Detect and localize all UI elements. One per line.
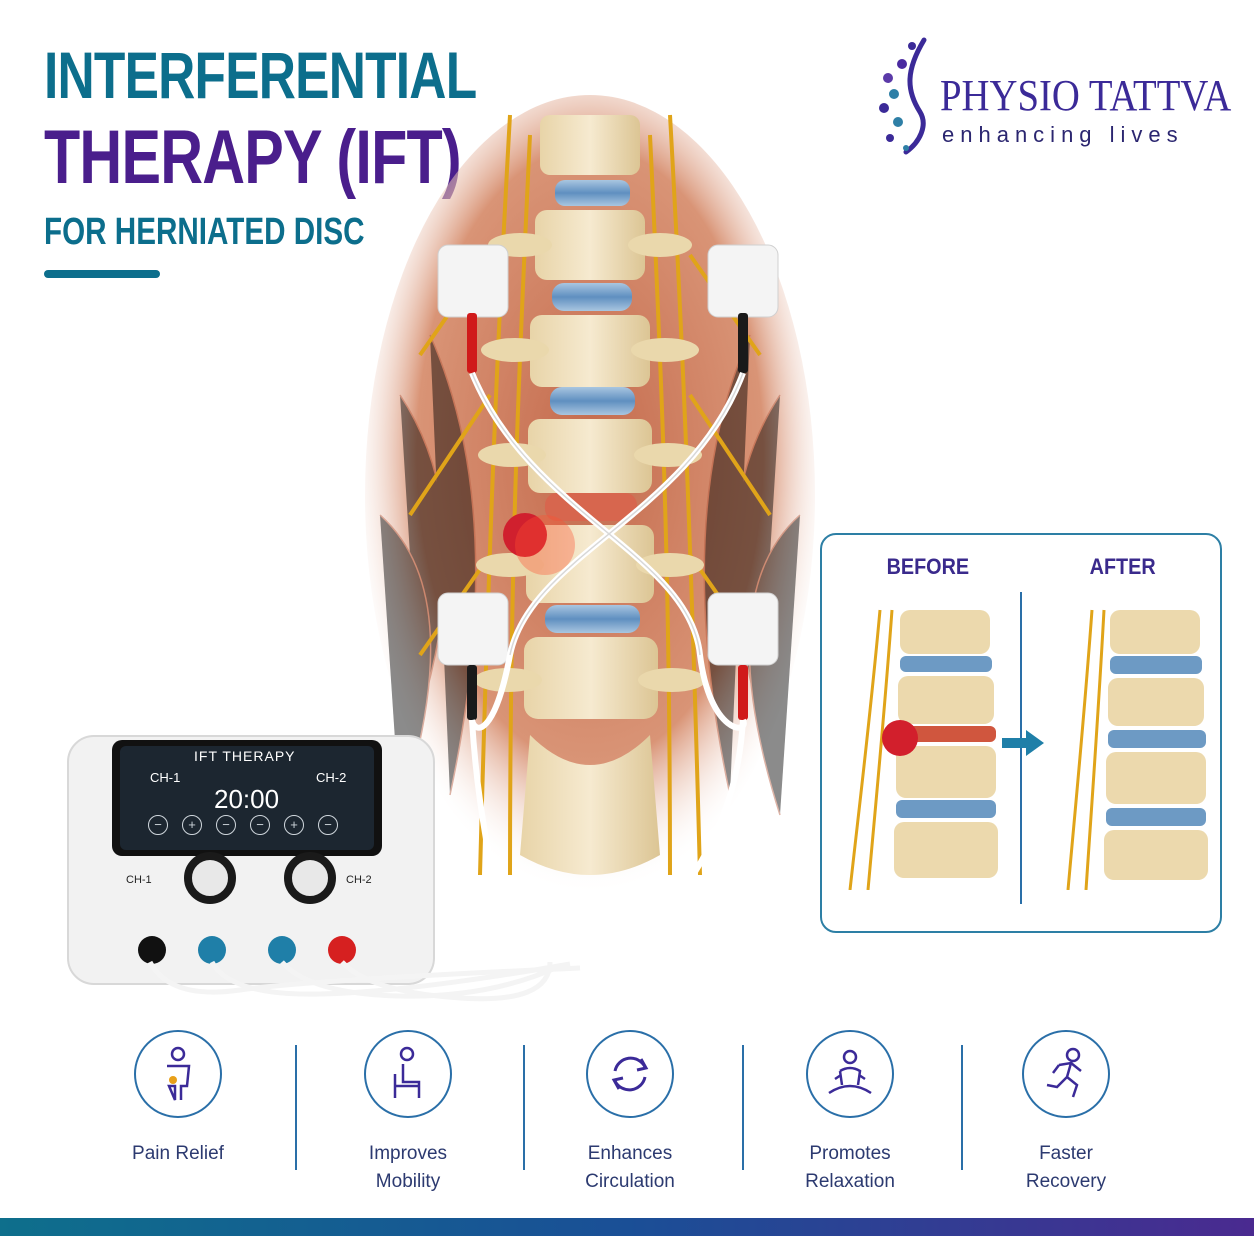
benefit-label: Enhances Circulation — [585, 1143, 675, 1192]
screen-ch2-label: CH-2 — [316, 770, 347, 785]
benefit-improves-mobility: Improves Mobility — [308, 1030, 508, 1196]
after-label: AFTER — [1089, 554, 1156, 579]
screen-button-row: − + − − + − — [148, 815, 338, 835]
device-screen-title: IFT THERAPY — [194, 748, 296, 764]
benefit-promotes-relaxation: Promotes Relaxation — [750, 1030, 950, 1196]
minus-button[interactable]: − — [250, 815, 270, 835]
title-line-1: INTERFERENTIAL — [44, 38, 477, 112]
circulation-arrows-icon — [586, 1030, 674, 1118]
benefit-label: Faster Recovery — [1025, 1143, 1107, 1192]
benefit-separator — [742, 1045, 744, 1170]
before-label: BEFORE — [886, 554, 970, 579]
screen-ch1-label: CH-1 — [150, 770, 181, 785]
benefit-label: Improves Mobility — [368, 1143, 448, 1192]
plus-button[interactable]: + — [284, 815, 304, 835]
seated-person-icon — [364, 1030, 452, 1118]
benefit-faster-recovery: Faster Recovery — [966, 1030, 1166, 1196]
right-arrow-icon — [1002, 730, 1044, 756]
logo-name: PHYSIO TATTVA — [940, 71, 1232, 120]
ift-device — [67, 735, 435, 985]
minus-button[interactable]: − — [148, 815, 168, 835]
benefit-enhances-circulation: Enhances Circulation — [530, 1030, 730, 1196]
benefit-pain-relief: Pain Relief — [78, 1030, 278, 1168]
bottom-gradient-bar — [0, 1218, 1254, 1236]
subtitle: FOR HERNIATED DISC — [44, 211, 365, 253]
title-underline — [44, 270, 160, 278]
minus-button[interactable]: − — [318, 815, 338, 835]
running-person-icon — [1022, 1030, 1110, 1118]
spine-illustration — [365, 95, 815, 915]
device-cables — [147, 960, 581, 1002]
benefit-separator — [961, 1045, 963, 1170]
before-spine-image — [848, 609, 998, 890]
benefit-label: Promotes Relaxation — [805, 1143, 895, 1192]
plus-button[interactable]: + — [182, 815, 202, 835]
minus-button[interactable]: − — [216, 815, 236, 835]
meditation-icon — [806, 1030, 894, 1118]
title-line-2: THERAPY (IFT) — [44, 115, 462, 200]
benefit-separator — [523, 1045, 525, 1170]
knob-ch2-label: CH-2 — [346, 874, 372, 886]
after-spine-image — [1066, 609, 1208, 890]
logo-tagline: enhancing lives — [942, 122, 1184, 147]
knob-ch1-label: CH-1 — [126, 874, 152, 886]
benefit-label: Pain Relief — [132, 1143, 224, 1164]
spine-dots-logo-icon — [879, 37, 927, 155]
pain-relief-icon — [134, 1030, 222, 1118]
benefit-separator — [295, 1045, 297, 1170]
timer-display: 20:00 — [214, 784, 280, 814]
channel-2-knob[interactable] — [288, 856, 332, 900]
channel-1-knob[interactable] — [188, 856, 232, 900]
